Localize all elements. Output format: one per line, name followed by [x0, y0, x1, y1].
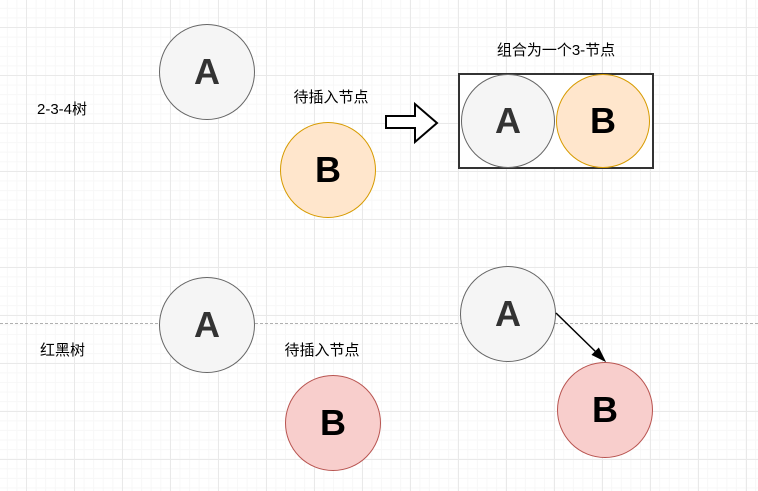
node-234-b-label: B	[315, 149, 341, 190]
node-rb-result-b-label: B	[592, 389, 618, 430]
node-234-a-label: A	[194, 51, 220, 92]
label-merge-caption[interactable]: 组合为一个3-节点	[496, 42, 616, 59]
node-rb-a-label: A	[194, 304, 220, 345]
node-rb-result-b[interactable]: B	[557, 362, 653, 458]
node-merged-b-label: B	[590, 100, 616, 141]
label-234-tree[interactable]: 2-3-4树	[37, 101, 88, 118]
node-merged-a-label: A	[495, 100, 521, 141]
node-rb-result-a-label: A	[495, 293, 521, 334]
node-rb-result-a[interactable]: A	[460, 266, 556, 362]
node-234-a[interactable]: A	[159, 24, 255, 120]
label-pending-insert-bottom[interactable]: 待插入节点	[284, 342, 360, 359]
node-merged-b[interactable]: B	[556, 74, 650, 168]
label-pending-insert-top[interactable]: 待插入节点	[293, 89, 369, 106]
node-234-b-pending[interactable]: B	[280, 122, 376, 218]
insert-arrow-icon[interactable]	[555, 312, 607, 363]
section-divider-dashed-line	[0, 323, 758, 324]
node-rb-b-pending[interactable]: B	[285, 375, 381, 471]
label-redblack-tree[interactable]: 红黑树	[40, 342, 86, 359]
node-merged-a[interactable]: A	[461, 74, 555, 168]
node-rb-a[interactable]: A	[159, 277, 255, 373]
node-rb-b-label: B	[320, 402, 346, 443]
block-arrow-icon[interactable]	[385, 101, 439, 145]
